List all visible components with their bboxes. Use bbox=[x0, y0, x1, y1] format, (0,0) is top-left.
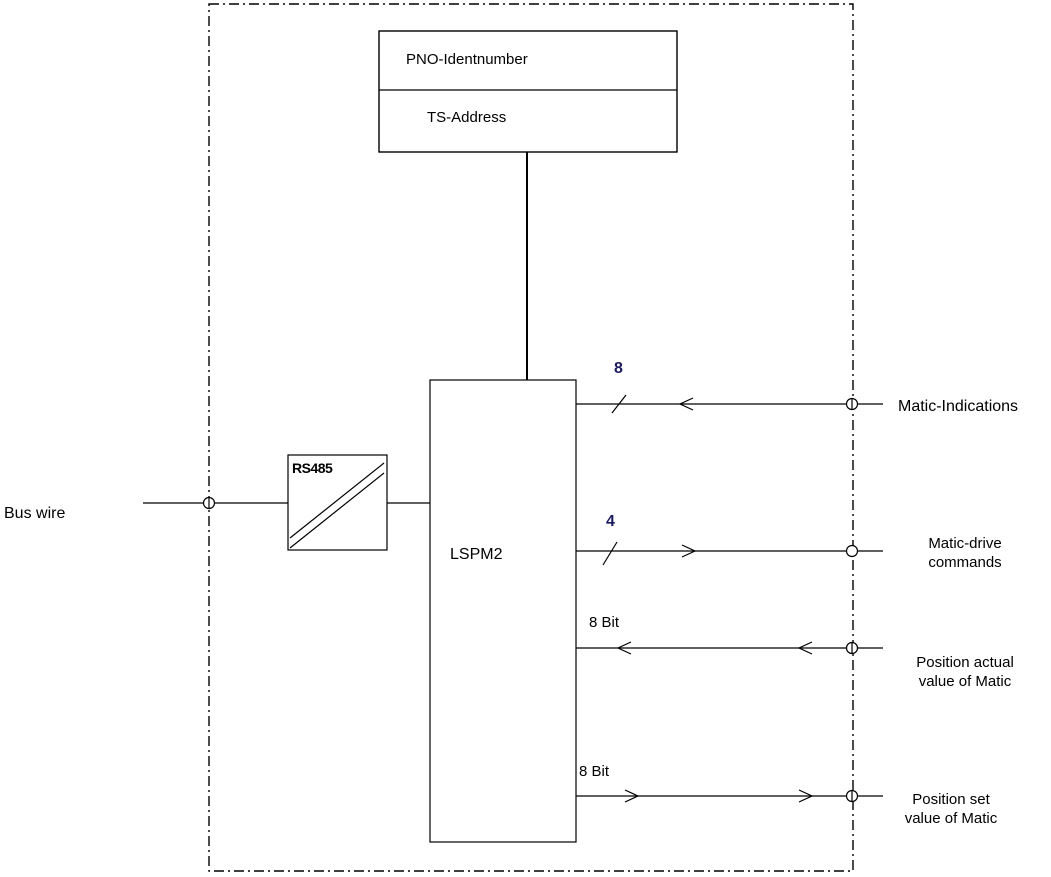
set-value-line bbox=[576, 789, 883, 803]
ts-address-label: TS-Address bbox=[427, 109, 507, 126]
bus-wire-line bbox=[143, 496, 288, 510]
pno-identnumber-label: PNO-Identnumber bbox=[406, 51, 528, 68]
actual-value-bus-width: 8 Bit bbox=[589, 614, 620, 631]
commands-line bbox=[576, 541, 883, 566]
indications-label: Matic-Indications bbox=[898, 398, 1019, 415]
device-boundary bbox=[208, 3, 854, 872]
actual-value-line bbox=[576, 641, 883, 655]
indications-bus-width: 8 bbox=[614, 360, 623, 377]
commands-label: Matic-drive commands bbox=[928, 535, 1002, 571]
actual-value-label: Position actual value of Matic bbox=[916, 654, 1014, 690]
processor-label: LSPM2 bbox=[450, 546, 503, 563]
indications-line bbox=[576, 394, 883, 414]
bus-wire-label: Bus wire bbox=[4, 505, 66, 522]
processor-box bbox=[429, 379, 577, 843]
set-value-label: Position set value of Matic bbox=[904, 791, 998, 827]
set-value-bus-width: 8 Bit bbox=[579, 763, 610, 780]
rs485-label: RS485 bbox=[292, 460, 333, 476]
commands-bus-width: 4 bbox=[606, 513, 615, 530]
